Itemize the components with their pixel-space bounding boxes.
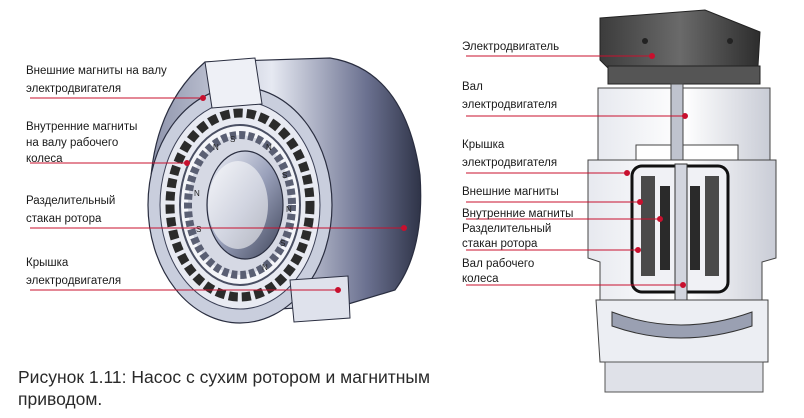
label-motor-cover-line1: Крышка <box>462 139 505 151</box>
cut-block-bottom <box>289 275 351 323</box>
motor-body <box>599 9 761 73</box>
caption-line-2: приводом. <box>18 389 103 409</box>
magnetic-coupling-illustration: N S N S N S N S N <box>147 57 422 324</box>
lantern-housing <box>597 87 771 167</box>
label-motor-shaft-line1: Вал <box>462 81 483 93</box>
magnet-letter-s: S <box>196 225 201 234</box>
magnet-letter-s: S <box>230 135 235 144</box>
label-outer-magnets: Внешние магниты <box>462 186 559 198</box>
right-leader-lines <box>466 53 688 288</box>
caption-line-1: Рисунок 1.11: Насос с сухим ротором и ма… <box>18 367 431 387</box>
label-rotor-can-line1: Разделительный <box>462 223 552 235</box>
label-motor-shaft-line2: электродвигателя <box>462 99 558 111</box>
label-motor: Электродвигатель <box>462 41 560 53</box>
label-impeller-shaft-line2: колеса <box>462 273 499 285</box>
motor-flange <box>607 65 761 85</box>
label-motor-cover-line2: электродвигателя <box>26 275 122 287</box>
label-rotor-can-line2: стакан ротора <box>462 238 538 250</box>
motor-shaft <box>670 83 684 171</box>
inner-magnets-right <box>690 186 700 270</box>
figure-caption: Рисунок 1.11: Насос с сухим ротором и ма… <box>18 366 430 410</box>
outer-magnets-ring <box>165 108 315 302</box>
label-outer-magnets-line2: электродвигателя <box>26 83 122 95</box>
magnet-letter-s: S <box>282 171 287 180</box>
magnet-letter-n: N <box>194 189 200 198</box>
magnet-letter-s: S <box>280 239 285 248</box>
magnet-letter-n: N <box>266 143 272 152</box>
label-outer-magnets-line1: Внешние магниты на валу <box>26 65 167 77</box>
label-rotor-can-line1: Разделительный <box>26 195 116 207</box>
magnet-letter-n: N <box>213 143 219 152</box>
magnet-letter-n: N <box>286 205 292 214</box>
label-inner-magnets: Внутренние магниты <box>462 208 574 220</box>
label-motor-cover-line2: электродвигателя <box>462 157 558 169</box>
outer-magnets-left <box>641 176 655 276</box>
pump-cross-section <box>587 9 777 393</box>
label-motor-cover-line1: Крышка <box>26 257 69 269</box>
inner-magnets-left <box>660 186 670 270</box>
label-rotor-can-line2: стакан ротора <box>26 213 102 225</box>
left-leader-lines <box>30 95 407 293</box>
label-inner-magnets-line2: на валу рабочего <box>26 137 119 149</box>
magnet-letter-n: N <box>262 263 268 272</box>
label-impeller-shaft-line1: Вал рабочего <box>462 258 535 270</box>
label-inner-magnets-line3: колеса <box>26 153 63 165</box>
label-inner-magnets-line1: Внутренние магниты <box>26 121 138 133</box>
impeller <box>611 311 753 339</box>
outer-magnets-right <box>705 176 719 276</box>
cut-block-top <box>204 57 263 109</box>
